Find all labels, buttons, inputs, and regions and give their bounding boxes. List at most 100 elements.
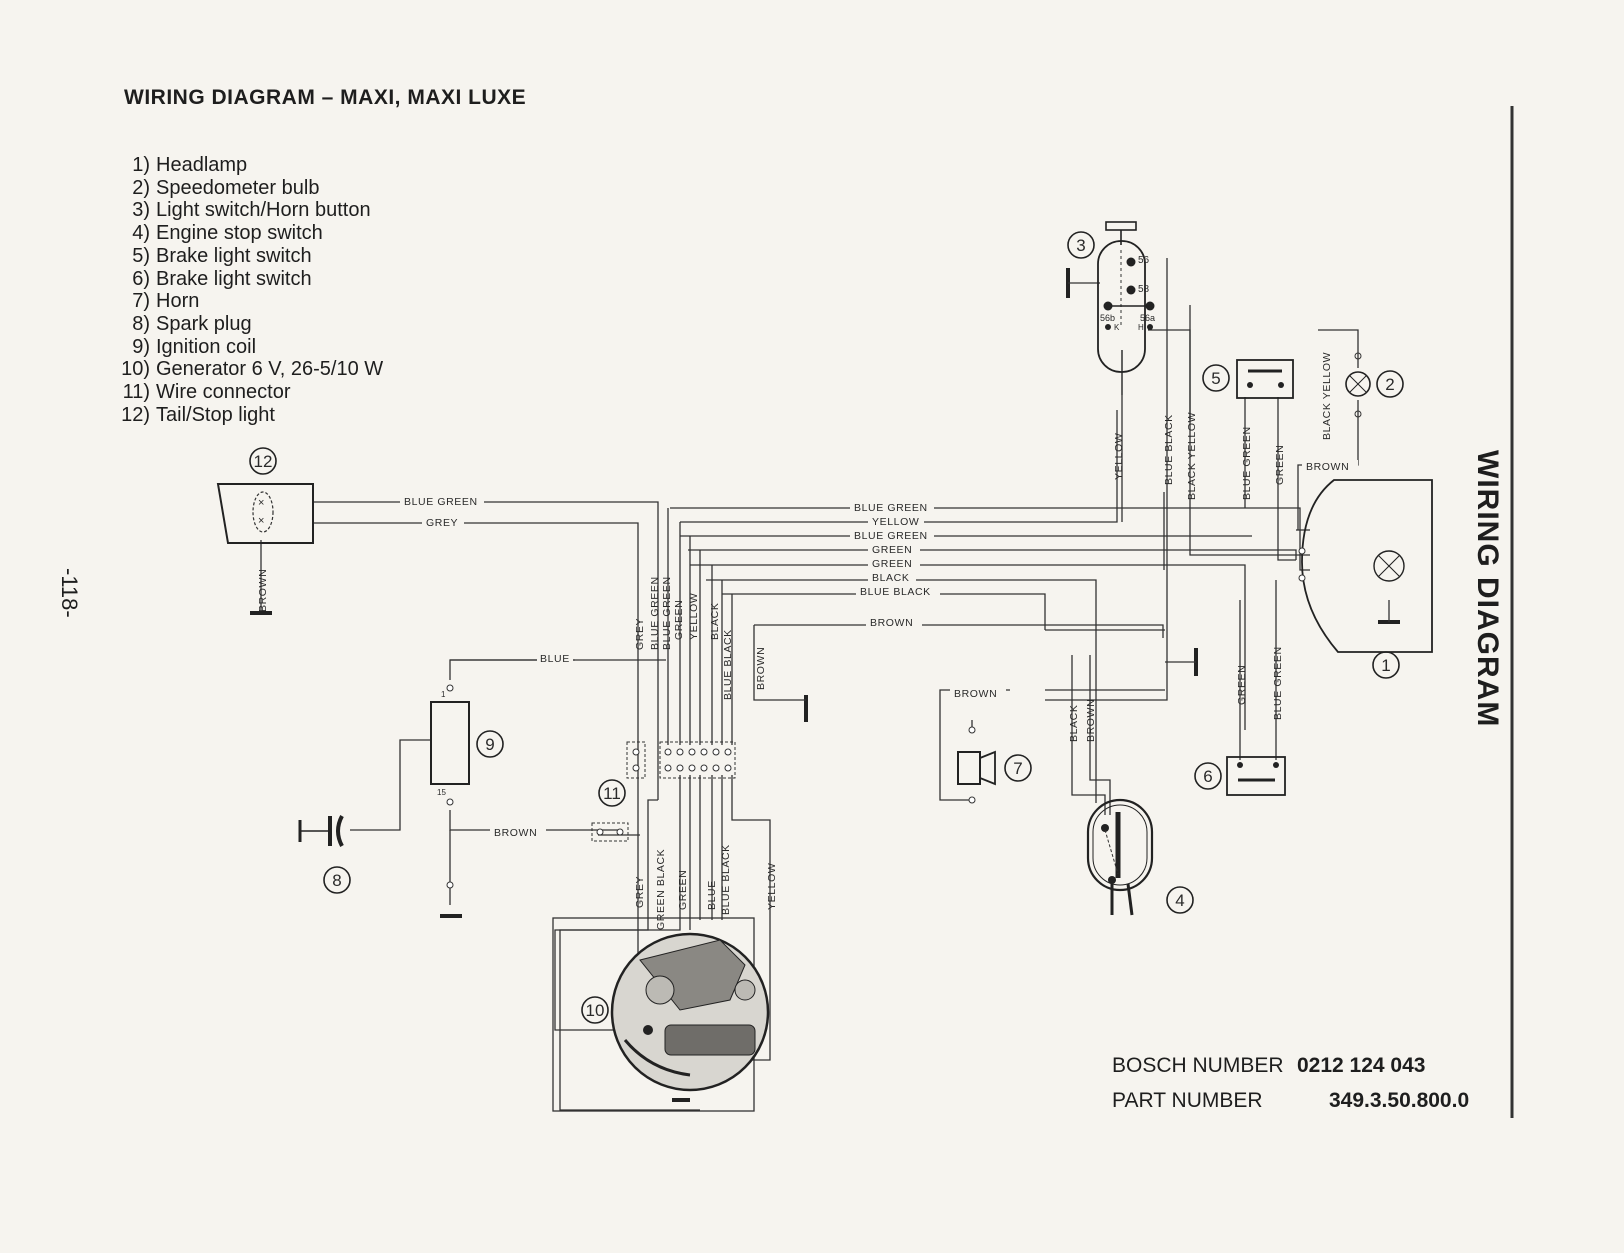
wire-label: BLACK xyxy=(1068,705,1080,742)
brake-switch-6-symbol xyxy=(1226,756,1286,796)
light-switch-symbol: 56 58 56b 56a K H xyxy=(1097,221,1155,373)
component-2-circle xyxy=(1376,370,1404,398)
bosch-number-label: BOSCH NUMBER xyxy=(1112,1054,1284,1077)
legend-item: 10)Generator 6 V, 26-5/10 W xyxy=(121,358,384,381)
ignition-coil-symbol: 1 15 xyxy=(430,684,470,889)
wire-label: YELLOW xyxy=(688,593,700,640)
legend-item: 8)Spark plug xyxy=(132,312,252,335)
wire-label: BLACK xyxy=(709,603,721,640)
wire-connector-symbol xyxy=(591,741,736,842)
wire-label: BROWN xyxy=(870,617,913,629)
component-12-label: 12 xyxy=(254,452,273,471)
wire-label: BLUE xyxy=(706,880,718,910)
svg-text:H: H xyxy=(1138,323,1144,332)
wire-label: BLACK YELLOW xyxy=(1186,412,1198,500)
legend-item: 3)Light switch/Horn button xyxy=(132,199,371,222)
svg-text:×: × xyxy=(258,515,264,527)
svg-text:15: 15 xyxy=(437,788,446,797)
component-legend: 1)Headlamp 2)Speedometer bulb 3)Light sw… xyxy=(108,154,383,426)
component-8-label: 8 xyxy=(332,871,341,890)
component-3-circle xyxy=(1067,231,1095,259)
component-5-label: 5 xyxy=(1211,369,1220,388)
legend-item: 1)Headlamp xyxy=(132,154,248,176)
wire-label: GREEN BLACK xyxy=(655,849,667,930)
wire-label: GREY xyxy=(634,618,646,650)
svg-text:56b: 56b xyxy=(1100,313,1115,323)
wire-label: YELLOW xyxy=(766,863,778,910)
legend-item: 6)Brake light switch xyxy=(132,267,312,290)
tail-light-symbol: × × xyxy=(216,483,314,544)
svg-text:×: × xyxy=(258,497,264,509)
component-6-circle xyxy=(1194,762,1222,790)
svg-text:1: 1 xyxy=(441,690,446,699)
wire-label: GREY xyxy=(634,876,646,908)
wire-label: BROWN xyxy=(755,647,767,690)
ground-leads xyxy=(260,282,1390,701)
component-number-labels: 1 2 3 4 5 6 7 8 9 10 11 12 xyxy=(254,236,1395,1020)
spark-plug-symbol xyxy=(298,815,344,847)
generator-symbol xyxy=(552,917,770,1112)
wire-label: BROWN xyxy=(1306,461,1349,473)
component-3-label: 3 xyxy=(1076,236,1085,255)
legend-item: 4)Engine stop switch xyxy=(132,222,323,245)
wire-label: GREEN xyxy=(677,870,689,910)
component-10-circle xyxy=(581,996,609,1024)
wire-label: BLUE GREEN xyxy=(854,502,928,514)
wire-labels-horizontal: BLUE GREEN GREY BLUE GREEN YELLOW BLUE G… xyxy=(400,460,1358,839)
page-number: -118- xyxy=(57,568,82,618)
component-number-circles xyxy=(249,231,1404,1024)
component-6-label: 6 xyxy=(1203,767,1212,786)
wire-label: GREY xyxy=(426,517,458,529)
wire-label: BLUE GREEN xyxy=(404,496,478,508)
wire-label: BLUE GREEN xyxy=(854,530,928,542)
legend-item: 9)Ignition coil xyxy=(132,335,257,358)
component-7-circle xyxy=(1004,754,1032,782)
legend-item: 11)Wire connector xyxy=(122,381,291,404)
speedometer-bulb-symbol xyxy=(1345,352,1371,418)
brake-switch-5-symbol xyxy=(1236,359,1294,399)
component-7-label: 7 xyxy=(1013,759,1022,778)
headlamp-symbol xyxy=(1298,479,1433,653)
wire-label: YELLOW xyxy=(1113,433,1125,480)
ground-symbols xyxy=(250,268,1400,1102)
legend-item: 2)Speedometer bulb xyxy=(132,176,320,199)
wire-label: BROWN xyxy=(1085,699,1097,742)
wire-lines xyxy=(312,106,1514,1118)
svg-text:58: 58 xyxy=(1138,284,1150,295)
wire-label: BROWN xyxy=(494,827,537,839)
wire-label: BLACK xyxy=(872,572,909,584)
component-1-label: 1 xyxy=(1381,656,1390,675)
svg-text:56: 56 xyxy=(1138,255,1150,266)
wire-label: BLUE GREEN xyxy=(649,576,661,650)
engine-stop-switch-symbol xyxy=(1086,798,1154,916)
wire-label: YELLOW xyxy=(872,516,919,528)
wire-label: GREEN xyxy=(872,558,912,570)
component-9-circle xyxy=(476,730,504,758)
component-11-label: 11 xyxy=(603,784,621,803)
component-4-circle xyxy=(1166,886,1194,914)
wire-label: GREEN xyxy=(872,544,912,556)
wire-label: BLUE BLACK xyxy=(722,629,734,700)
wire-label: BLUE BLACK xyxy=(1163,414,1175,485)
component-1-circle xyxy=(1372,651,1400,679)
wire-label: GREEN xyxy=(673,600,685,640)
wire-label: BLUE GREEN xyxy=(1272,646,1284,720)
wire-label: GREEN xyxy=(1274,445,1286,485)
horn-symbol xyxy=(957,726,996,804)
component-11-circle xyxy=(598,779,626,807)
wire-label: BROWN xyxy=(954,688,997,700)
wire-label: BLACK YELLOW xyxy=(1321,352,1333,440)
component-9-label: 9 xyxy=(485,735,494,754)
wire-label: BLUE GREEN xyxy=(1241,426,1253,500)
legend-item: 12)Tail/Stop light xyxy=(121,403,275,426)
part-number-value: 349.3.50.800.0 xyxy=(1329,1089,1470,1112)
component-5-circle xyxy=(1202,364,1230,392)
component-10-label: 10 xyxy=(586,1001,605,1020)
wire-label: BLUE xyxy=(540,653,570,665)
svg-text:K: K xyxy=(1114,323,1120,332)
wire-label: BROWN xyxy=(257,569,269,612)
wire-labels-vertical: BROWN GREY BLUE GREEN BLUE GREEN GREEN Y… xyxy=(257,352,1333,930)
wire-label: GREEN xyxy=(1236,665,1248,705)
